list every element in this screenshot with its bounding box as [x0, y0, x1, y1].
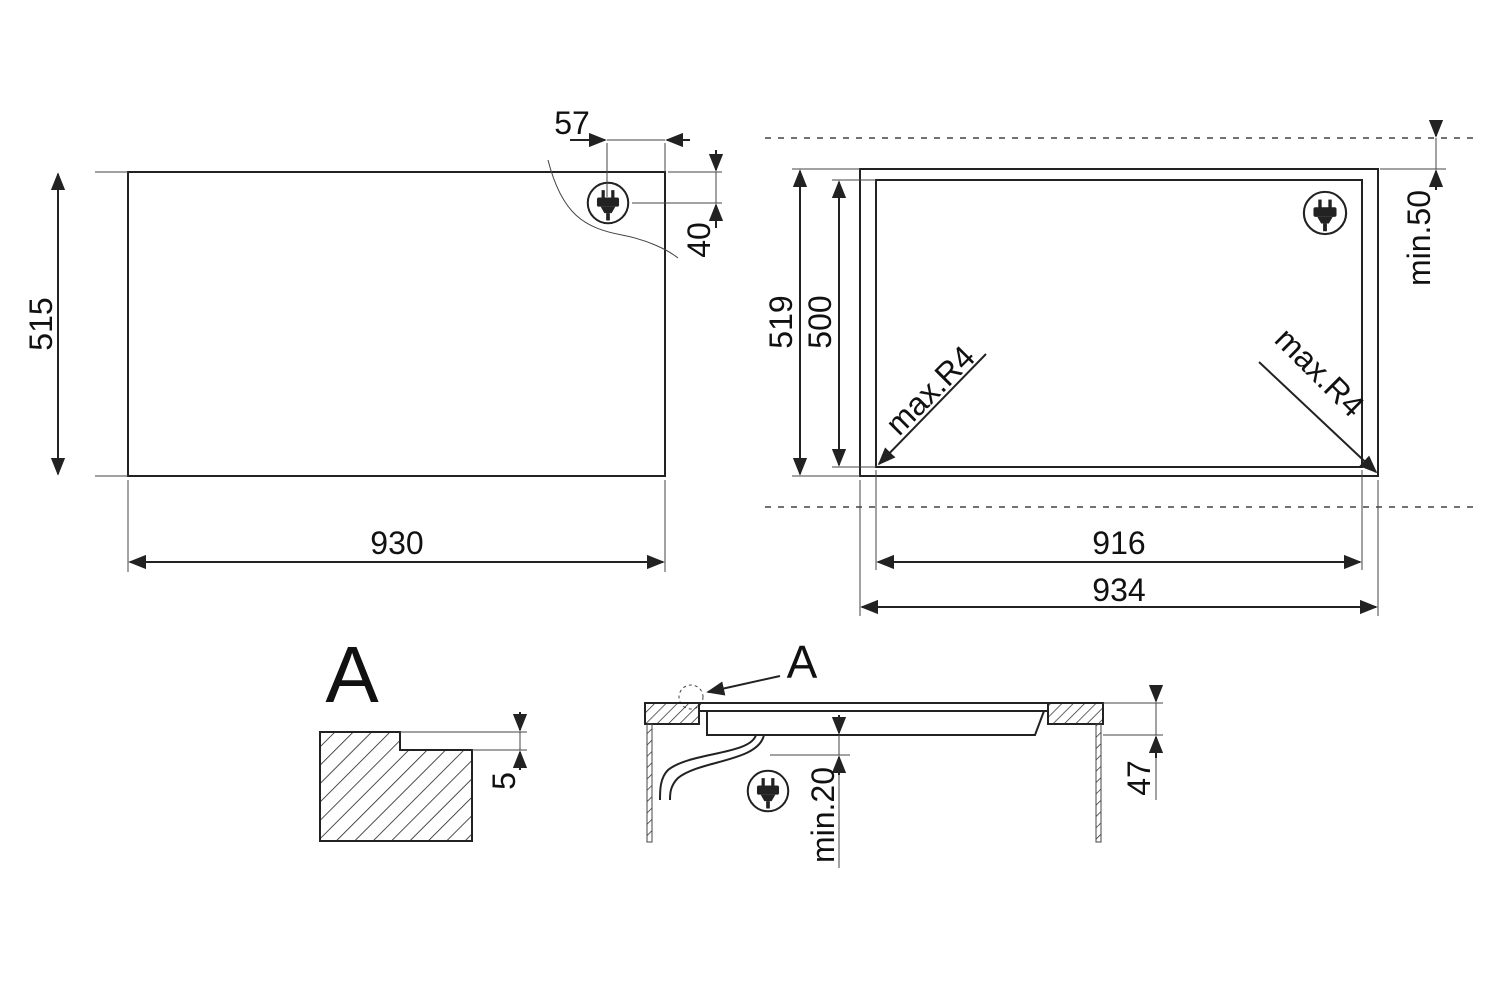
clearance-label: min.50	[1401, 190, 1437, 286]
hob-top-view: 515 930 57 40	[23, 105, 724, 572]
callout-label: A	[787, 636, 818, 688]
section-view: A min.20 47	[644, 636, 1164, 868]
plug-offset-y-label: 40	[681, 222, 717, 258]
radius-right-leader	[1258, 361, 1378, 474]
min20-label: min.20	[805, 767, 841, 863]
callout-leader	[706, 675, 781, 696]
cable-curve	[547, 159, 679, 259]
cable	[659, 734, 757, 801]
height-label: 47	[1121, 760, 1157, 796]
hob-depth-label: 515	[23, 297, 59, 350]
plug-icon	[746, 769, 790, 813]
inner-cutout	[875, 179, 1363, 468]
cabinet-wall-right	[1095, 723, 1102, 843]
outer-width-label: 934	[1092, 572, 1145, 608]
plug-icon	[586, 181, 630, 225]
worktop-left	[644, 702, 700, 725]
radius-right-label: max.R4	[1268, 321, 1371, 424]
outer-cutout	[859, 168, 1379, 477]
worktop-section-hatched	[319, 731, 473, 842]
cabinet-wall-left	[646, 723, 653, 843]
detail-label: A	[325, 630, 379, 719]
hob-outline	[127, 171, 666, 477]
radius-left-label: max.R4	[879, 339, 982, 442]
outer-depth-label: 519	[763, 295, 799, 348]
hob-body	[706, 710, 1045, 736]
worktop-right	[1047, 702, 1104, 725]
inner-width-label: 916	[1092, 525, 1145, 561]
step-height-label: 5	[486, 772, 522, 790]
hob-width-label: 930	[370, 525, 423, 561]
detail-a: A 5	[319, 630, 528, 842]
plug-offset-x-label: 57	[554, 105, 590, 141]
plug-icon	[1302, 190, 1348, 236]
inner-depth-label: 500	[802, 295, 838, 348]
cable-inner	[669, 734, 765, 801]
cutout-view: 519 500 max.R4 max.R4 min.50 916 934	[763, 119, 1478, 616]
radius-left-leader	[877, 353, 987, 466]
